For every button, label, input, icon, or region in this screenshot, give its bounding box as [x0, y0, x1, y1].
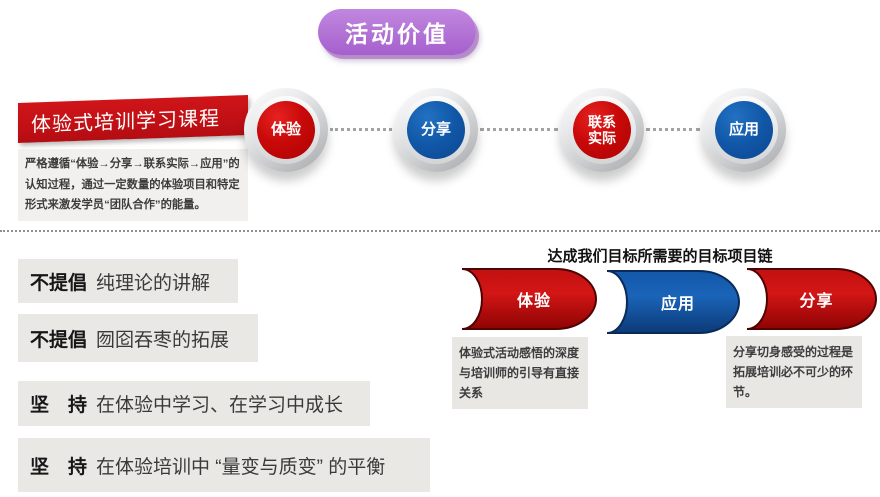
- step-circle-ring: 体验: [252, 96, 320, 164]
- step-label-application: 应用: [715, 101, 773, 159]
- principle-item-4: 坚 持 在体验培训中 “量变与质变” 的平衡: [18, 438, 430, 492]
- step-label-sharing: 分享: [407, 101, 465, 159]
- chain-note-experience: 体验式活动感悟的深度与培训师的引导有直接关系: [452, 337, 588, 409]
- principle-text: 在体验中学习、在学习中成长: [96, 395, 344, 416]
- principle-text: 囫囵吞枣的拓展: [96, 329, 230, 351]
- chain-note-sharing: 分享切身感受的过程是拓展培训必不可少的环节。: [726, 336, 862, 408]
- connector-line-1: [330, 128, 392, 131]
- principle-item-1: 不提倡 纯理论的讲解: [18, 259, 238, 303]
- chain-link-label: 应用: [660, 296, 695, 313]
- chain-link-experience: 体验: [448, 266, 600, 332]
- step-circle-practice: 联系 实际: [560, 88, 644, 172]
- step-label-experience: 体验: [257, 101, 315, 159]
- principle-item-3: 坚 持 在体验中学习、在学习中成长: [18, 381, 370, 426]
- course-banner-label: 体验式培训学习课程: [31, 107, 220, 137]
- step-circle-experience: 体验: [244, 88, 328, 172]
- cylinder-shape-red: [746, 268, 877, 330]
- principle-lead: 不提倡: [30, 329, 88, 351]
- step-circle-sharing: 分享: [394, 88, 478, 172]
- chain-link-label: 分享: [799, 293, 834, 310]
- slide-title: 活动价值: [345, 21, 449, 47]
- course-banner: 体验式培训学习课程: [18, 94, 248, 143]
- chain-title: 达成我们目标所需要的目标项目链: [547, 248, 773, 265]
- section-divider: [0, 230, 880, 232]
- step-circle-ring: 分享: [402, 96, 470, 164]
- principle-text: 在体验培训中 “量变与质变” 的平衡: [96, 456, 386, 478]
- connector-line-3: [646, 128, 700, 131]
- cylinder-shape-red: [461, 268, 597, 330]
- principle-lead: 不提倡: [30, 272, 88, 294]
- slide-title-badge: 活动价值: [318, 9, 476, 55]
- step-label-practice: 联系 实际: [573, 101, 631, 159]
- step-circle-ring: 应用: [710, 96, 778, 164]
- principle-item-2: 不提倡 囫囵吞枣的拓展: [18, 314, 258, 362]
- course-description: 严格遵循“体验→分享→联系实际→应用”的认知过程，通过一定数量的体验项目和特定形…: [18, 149, 248, 221]
- principle-lead: 坚 持: [30, 456, 88, 478]
- step-circle-ring: 联系 实际: [568, 96, 636, 164]
- chain-link-label: 体验: [516, 293, 551, 310]
- principle-text: 纯理论的讲解: [96, 272, 211, 294]
- principle-lead: 坚 持: [30, 395, 88, 416]
- step-circle-application: 应用: [702, 88, 786, 172]
- chain-link-application: 应用: [593, 268, 743, 336]
- cylinder-shape-blue: [606, 270, 740, 334]
- chain-link-sharing: 分享: [733, 266, 880, 332]
- connector-line-2: [480, 128, 558, 131]
